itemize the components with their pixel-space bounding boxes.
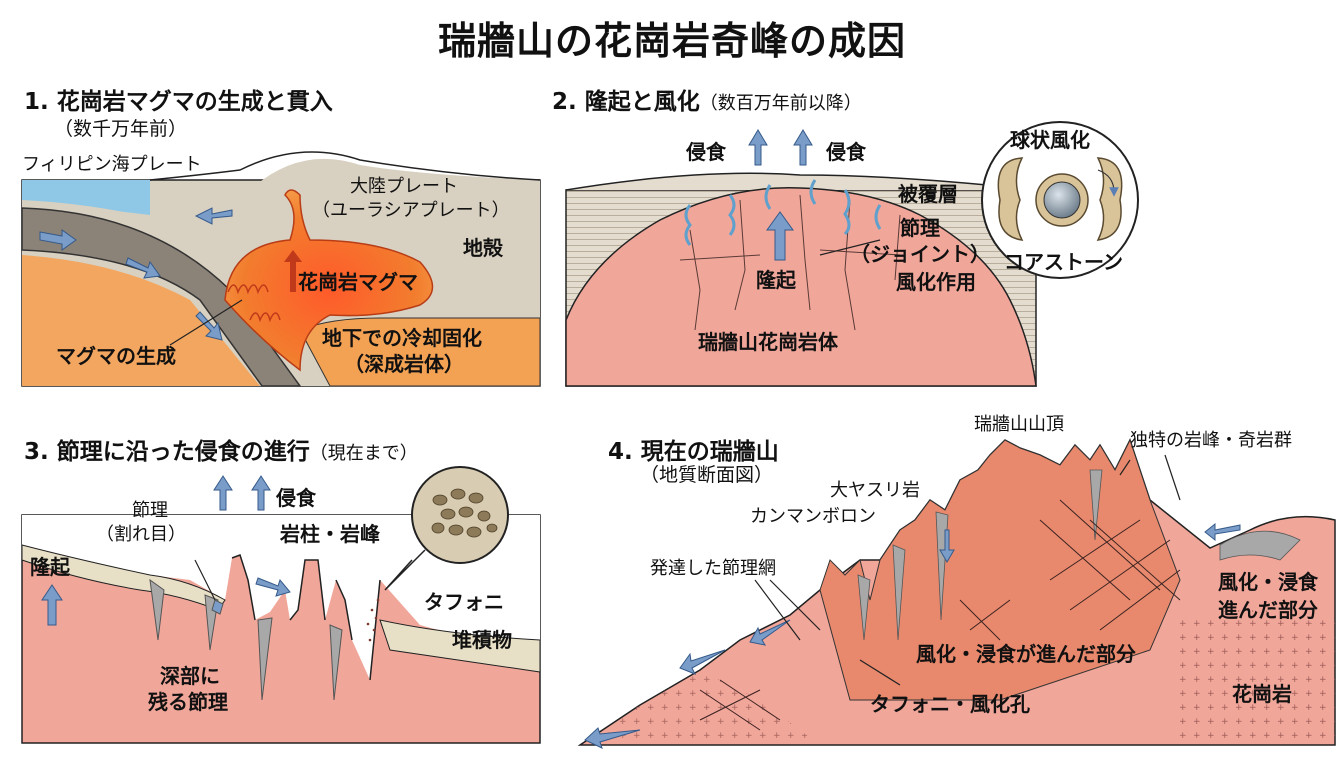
panel3-heading: 3. 節理に沿った侵食の進行（現在まで） <box>24 432 418 466</box>
panel3-cross-section <box>21 466 541 744</box>
label-deep-1: 深部に <box>160 664 220 688</box>
label-corestone: コアストーン <box>1004 250 1123 274</box>
mantle <box>22 255 260 386</box>
label-weathered-right-2: 進んだ部分 <box>1218 598 1318 622</box>
panel2-period: （数百万年前以降） <box>699 93 862 114</box>
label-network: 発達した節理網 <box>650 558 776 579</box>
label-summit: 瑞牆山山頂 <box>974 414 1064 435</box>
panel4-cross-section <box>577 438 1336 749</box>
label-kanman: カンマンボロン <box>750 506 876 527</box>
panel1-heading: 1. 花崗岩マグマの生成と貫入 <box>24 89 333 115</box>
label-joints: 節理 <box>900 216 940 240</box>
label-weathered-right-1: 風化・浸食 <box>1218 570 1318 594</box>
panel3-period: （現在まで） <box>309 443 418 464</box>
label-deep-2: 残る節理 <box>148 690 228 714</box>
panel1-period: （数千万年前） <box>54 118 188 140</box>
label-uplift-3: 隆起 <box>30 555 70 579</box>
label-oyasuri: 大ヤスリ岩 <box>830 480 920 501</box>
label-crust: 地殻 <box>463 236 503 260</box>
label-weathering: 風化作用 <box>896 270 976 294</box>
panel2-heading: 2. 隆起と風化（数百万年前以降） <box>552 82 862 116</box>
label-crack: （割れ目） <box>96 524 186 545</box>
panel2-cross-section <box>565 121 1139 387</box>
label-erosion-left: 侵食 <box>686 140 726 164</box>
label-cooling: 地下での冷却固化 <box>322 326 482 350</box>
label-sediment: 堆積物 <box>452 628 512 652</box>
label-pluton: （深成岩体） <box>344 352 464 376</box>
label-erosion-3: 侵食 <box>276 486 316 510</box>
granite-dome <box>565 187 1037 387</box>
label-philippine-plate: フィリピン海プレート <box>22 154 202 175</box>
label-weathered-center: 風化・浸食が進んだ部分 <box>916 642 1136 666</box>
label-erosion-right: 侵食 <box>826 140 866 164</box>
label-tafoni-holes: タフォニ・風化孔 <box>870 692 1030 716</box>
panel2-heading-main: 2. 隆起と風化 <box>552 89 700 115</box>
label-granite-magma: 花崗岩マグマ <box>298 270 418 294</box>
label-joint-3: 節理 <box>132 500 168 521</box>
magma-chamber <box>224 189 434 372</box>
panel4-period: （地質断面図） <box>640 464 774 486</box>
label-pillars: 岩柱・岩峰 <box>280 522 380 546</box>
label-uplift-2: 隆起 <box>756 268 796 292</box>
label-unique-peaks: 独特の岩峰・奇岩群 <box>1130 430 1292 451</box>
subducting-plate <box>21 207 302 387</box>
panel3-heading-main: 3. 節理に沿った侵食の進行 <box>24 439 310 465</box>
label-continental-plate: 大陸プレート <box>350 176 458 197</box>
label-tafoni: タフォニ <box>424 590 504 614</box>
label-joints-sub: （ジョイント） <box>850 242 990 266</box>
label-magma-generation: マグマの生成 <box>56 344 176 368</box>
label-granite: 花崗岩 <box>1232 682 1292 706</box>
label-eurasian-plate: （ユーラシアプレート） <box>312 200 510 221</box>
panel1-cross-section <box>21 151 541 387</box>
label-cover: 被覆層 <box>898 182 958 206</box>
main-title: 瑞牆山の花崗岩奇峰の成因 <box>437 19 906 63</box>
label-granite-body: 瑞牆山花崗岩体 <box>698 330 838 354</box>
panel4-heading: 4. 現在の瑞牆山 <box>608 439 779 465</box>
label-spheroidal: 球状風化 <box>1010 128 1090 152</box>
